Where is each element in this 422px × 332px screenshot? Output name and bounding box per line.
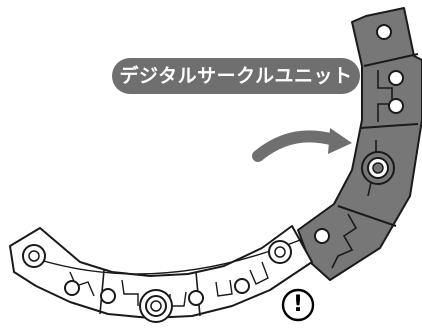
circle-unit-label: デジタルサークルユニット (112, 58, 360, 94)
white-track-segments (9, 225, 313, 323)
exclamation-circle-icon: ! (292, 292, 304, 317)
warning-marker (281, 288, 315, 322)
curved-arrow-icon (252, 128, 352, 162)
gray-track-segments (297, 7, 422, 281)
